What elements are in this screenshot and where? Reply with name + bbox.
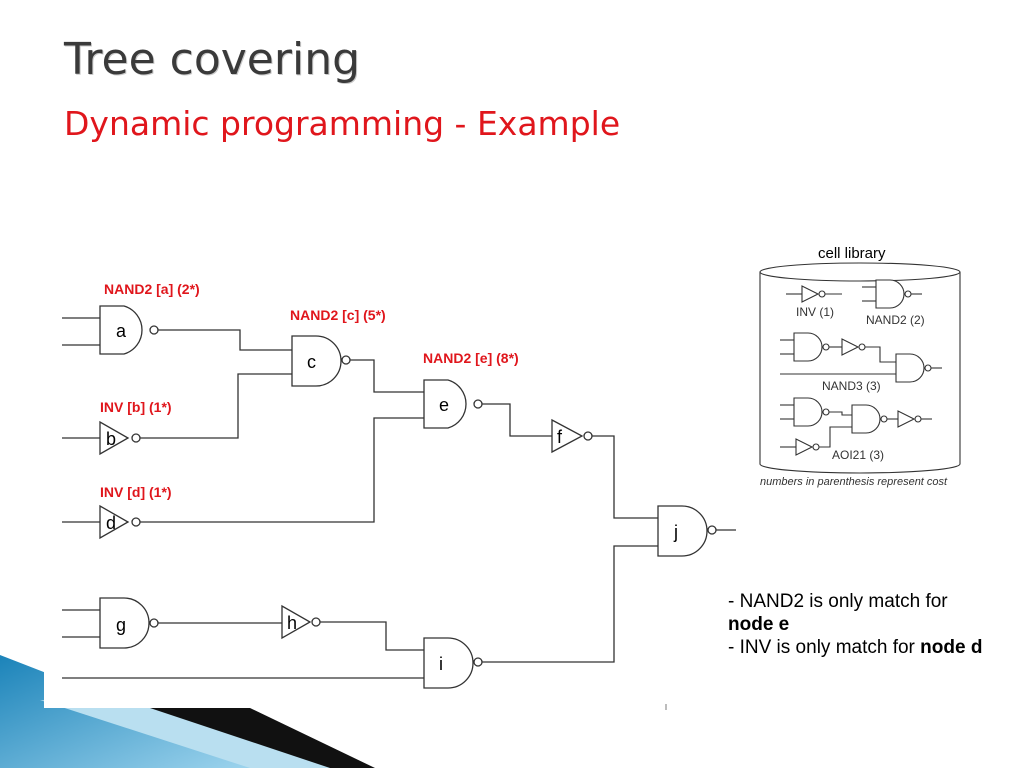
gate-i-label: i — [439, 654, 443, 674]
note-nand2-text: - NAND2 is only match for — [728, 591, 948, 612]
gate-d-label: d — [106, 513, 116, 533]
cell-library-title: cell library — [818, 245, 886, 262]
note-nand2: - NAND2 is only match for node e — [728, 590, 988, 636]
lib-nand3: NAND3 (3) — [780, 332, 942, 393]
note-inv-bold: node d — [920, 637, 983, 658]
gate-h: h — [281, 604, 321, 640]
lib-inv: INV (1) — [786, 285, 842, 319]
cell-library-note: numbers in parenthesis represent cost — [760, 476, 948, 488]
content-panel — [44, 240, 736, 708]
page-subtitle: Dynamic programming - Example — [64, 104, 621, 143]
label-nand2-e: NAND2 [e] (8*) — [423, 350, 519, 366]
lib-aoi21-label: AOI21 (3) — [832, 448, 884, 462]
lib-nand2: NAND2 (2) — [862, 279, 925, 327]
match-notes: - NAND2 is only match for node e - INV i… — [728, 590, 988, 659]
lib-aoi21: AOI21 (3) — [780, 397, 932, 462]
label-nand2-a: NAND2 [a] (2*) — [104, 281, 200, 297]
gate-g-label: g — [116, 615, 126, 635]
gate-j-label: j — [673, 522, 678, 542]
gate-f-label: f — [557, 427, 563, 447]
gate-a-label: a — [116, 321, 127, 341]
gate-e: e — [423, 379, 483, 429]
note-inv: - INV is only match for node d — [728, 636, 988, 659]
label-inv-d: INV [d] (1*) — [100, 484, 172, 500]
gate-i: i — [423, 637, 483, 689]
gate-d: d — [62, 504, 141, 540]
gate-b-label: b — [106, 429, 116, 449]
lib-nand2-label: NAND2 (2) — [866, 313, 925, 327]
gate-h-label: h — [287, 613, 297, 633]
gate-a: a — [62, 305, 159, 355]
page-title: Tree covering — [64, 34, 361, 85]
gate-b: b — [62, 420, 141, 456]
label-nand2-c: NAND2 [c] (5*) — [290, 307, 386, 323]
lib-nand3-label: NAND3 (3) — [822, 379, 881, 393]
label-inv-b: INV [b] (1*) — [100, 399, 172, 415]
gate-j: j — [657, 505, 736, 557]
gate-c: c — [291, 335, 351, 387]
lib-inv-label: INV (1) — [796, 305, 834, 319]
note-nand2-bold: node e — [728, 614, 790, 635]
gate-e-label: e — [439, 395, 449, 415]
gate-c-label: c — [307, 352, 316, 372]
note-inv-text: - INV is only match for — [728, 637, 921, 658]
wires — [62, 329, 658, 679]
gate-g: g — [62, 597, 159, 649]
